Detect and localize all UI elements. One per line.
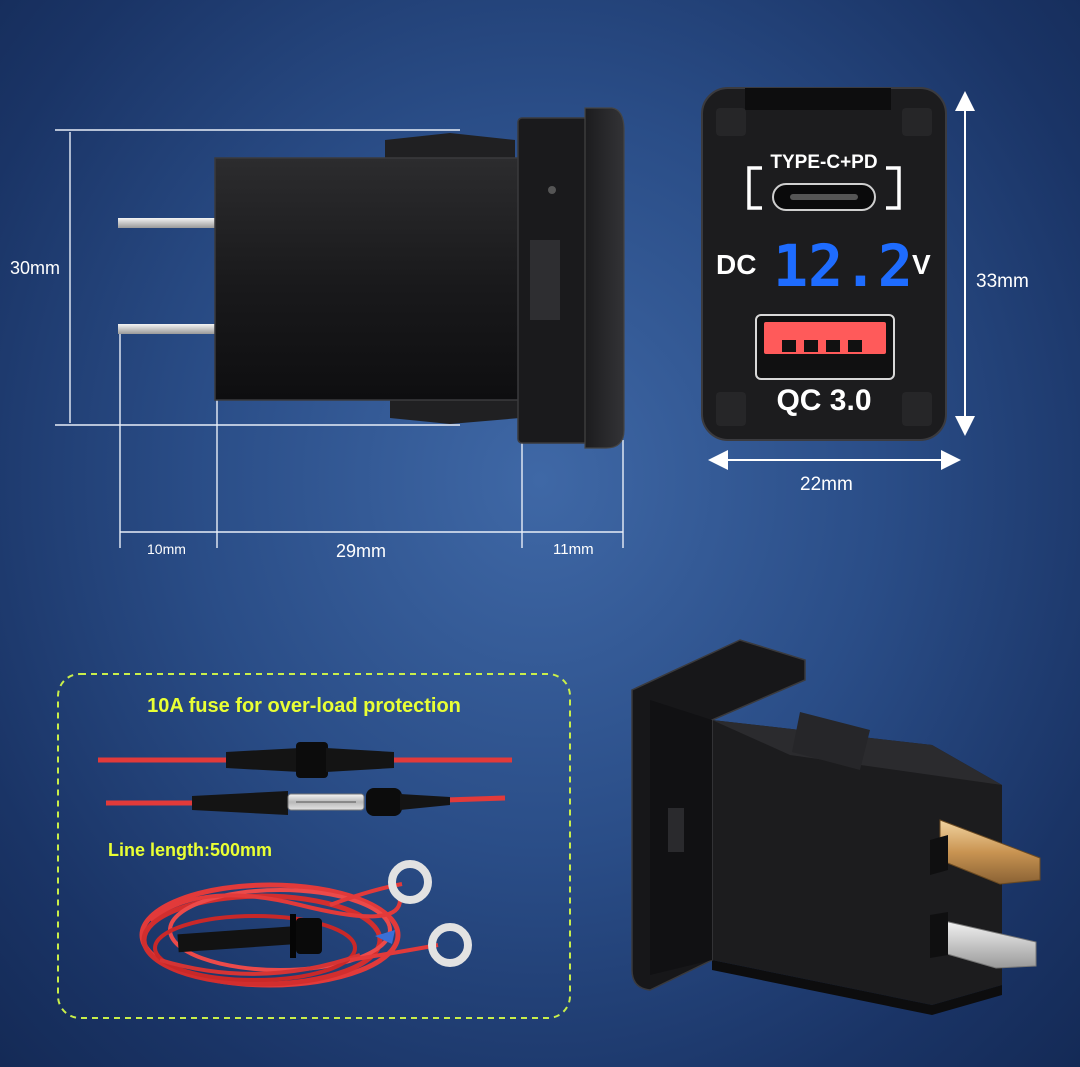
ring-terminal-1	[388, 860, 432, 904]
side-pin-top	[118, 218, 218, 228]
fuse-holder-2-left	[192, 791, 288, 815]
front-corner-bl	[716, 392, 746, 426]
fuse-holder-2-cap	[366, 788, 402, 816]
dim-label-height-front: 33mm	[976, 271, 1029, 292]
coil-strand-2	[159, 953, 361, 976]
coil-strand-1	[148, 893, 402, 922]
dim-label-pins: 10mm	[147, 541, 186, 557]
dc-label: DC	[716, 249, 756, 280]
usb-a-contact-1	[782, 340, 796, 352]
length-note: Line length:500mm	[108, 840, 272, 860]
typec-label: TYPE-C+PD	[770, 152, 877, 173]
side-clip-window	[530, 240, 560, 320]
coiled-harness	[139, 860, 472, 988]
qc-label: QC 3.0	[776, 384, 871, 417]
perspective-view	[631, 639, 1041, 1015]
side-flange	[584, 107, 625, 449]
iso-pin-top-base	[930, 835, 948, 875]
coil-loop-4	[153, 914, 357, 982]
wiring-dashed-border	[57, 673, 571, 1019]
front-top-notch	[745, 88, 891, 110]
harness-fuse-holder	[177, 925, 301, 953]
side-bottom-tab	[390, 398, 520, 424]
unit-label: V	[912, 249, 931, 280]
side-clip-screw	[548, 186, 556, 194]
fuse-holder-1-center	[296, 742, 328, 778]
front-corner-tl	[716, 108, 746, 136]
wire-2-right	[445, 795, 506, 803]
side-top-tab	[385, 133, 515, 158]
iso-side-window	[668, 808, 684, 852]
harness-cable-tie	[290, 914, 296, 958]
side-pin-bottom	[118, 324, 218, 334]
typec-bracket-left	[747, 166, 762, 210]
iso-top-tab	[792, 712, 870, 770]
usb-a-contact-2	[804, 340, 818, 352]
iso-pin-bottom-base	[930, 912, 948, 958]
front-view: TYPE-C+PD DC 12.2 V QC 3.0 33mm 22mm	[701, 87, 1029, 495]
ring-terminal-2	[428, 923, 472, 967]
front-corner-br	[902, 392, 932, 426]
dim-label-flange: 11mm	[553, 541, 594, 558]
typec-bracket-right	[886, 166, 901, 210]
fuse-note: 10A fuse for over-load protection	[147, 695, 461, 717]
iso-body-side	[712, 720, 1002, 1005]
dim-label-body: 29mm	[336, 541, 386, 561]
fuse-holder-1-right	[326, 748, 394, 772]
fuse-holder-2-right	[400, 794, 450, 810]
side-body	[214, 157, 526, 401]
fuse-holder-1-left	[226, 748, 300, 772]
usb-c-tongue	[790, 194, 858, 200]
front-corner-tr	[902, 108, 932, 136]
voltage-readout: 12.2	[773, 232, 913, 300]
blue-crimp	[375, 930, 395, 944]
usb-a-contact-3	[826, 340, 840, 352]
usb-a-contact-4	[848, 340, 862, 352]
dim-label-height-side: 30mm	[10, 258, 60, 278]
dim-label-width-front: 22mm	[800, 474, 853, 495]
side-view: 30mm 10mm 29mm 11mm	[10, 107, 625, 561]
harness-fuse-cap	[296, 918, 322, 954]
wiring-panel: 10A fuse for over-load protection Line l…	[57, 673, 571, 1019]
